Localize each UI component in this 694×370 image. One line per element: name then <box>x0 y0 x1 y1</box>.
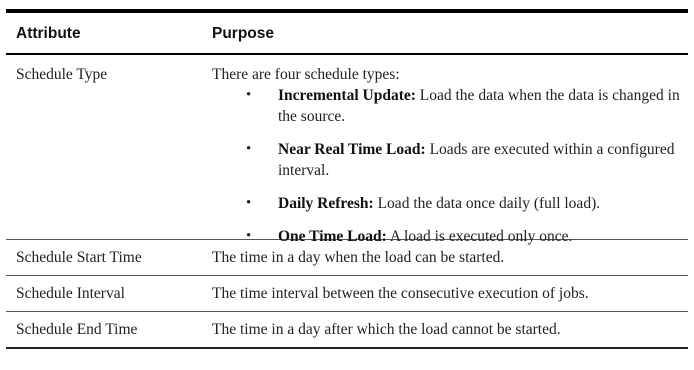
list-item-incremental-update: • Incremental Update: Load the data when … <box>212 85 682 127</box>
list-item-daily-refresh: • Daily Refresh: Load the data once daily… <box>212 193 682 214</box>
header-purpose: Purpose <box>212 25 275 42</box>
attribute-cell: Schedule Type <box>16 66 108 83</box>
bullet-icon: • <box>246 87 252 103</box>
list-item-near-real-time-load: • Near Real Time Load: Loads are executed… <box>212 139 682 181</box>
table-row-schedule-start-time: Schedule Start Time The time in a day wh… <box>6 240 688 276</box>
list-item-one-time-load: • One Time Load: A load is executed only … <box>212 226 682 247</box>
attribute-cell: Schedule Start Time <box>16 249 142 266</box>
bullet-text: A load is executed only once. <box>386 228 573 245</box>
header-attribute: Attribute <box>16 25 81 42</box>
bullet-icon: • <box>246 141 252 157</box>
table-row-schedule-end-time: Schedule End Time The time in a day afte… <box>6 312 688 349</box>
table-top-rule <box>6 9 688 13</box>
table-row-schedule-type: Schedule Type There are four schedule ty… <box>6 55 688 245</box>
purpose-cell: The time in a day when the load can be s… <box>212 249 505 266</box>
purpose-cell: The time in a day after which the load c… <box>212 321 561 338</box>
table-row-schedule-interval: Schedule Interval The time interval betw… <box>6 276 688 312</box>
bullet-icon: • <box>246 228 252 244</box>
attribute-cell: Schedule Interval <box>16 285 125 302</box>
bullet-text: Load the data once daily (full load). <box>373 195 601 212</box>
bullet-term: Daily Refresh: <box>278 195 374 212</box>
purpose-intro: There are four schedule types: <box>212 66 400 83</box>
schedule-type-list: • Incremental Update: Load the data when … <box>212 85 682 259</box>
bullet-text: Loads are executed within a configured i… <box>278 141 675 179</box>
table-header-row: Attribute Purpose <box>6 13 688 55</box>
schedule-attributes-table: Attribute Purpose Schedule Type There ar… <box>6 9 688 349</box>
bullet-term: Incremental Update: <box>278 87 416 104</box>
bullet-term: One Time Load: <box>278 228 387 245</box>
attribute-cell: Schedule End Time <box>16 321 138 338</box>
bullet-term: Near Real Time Load: <box>278 141 426 158</box>
purpose-cell: The time interval between the consecutiv… <box>212 285 589 302</box>
bullet-text: Load the data when the data is changed i… <box>278 87 680 125</box>
bullet-icon: • <box>246 195 252 211</box>
